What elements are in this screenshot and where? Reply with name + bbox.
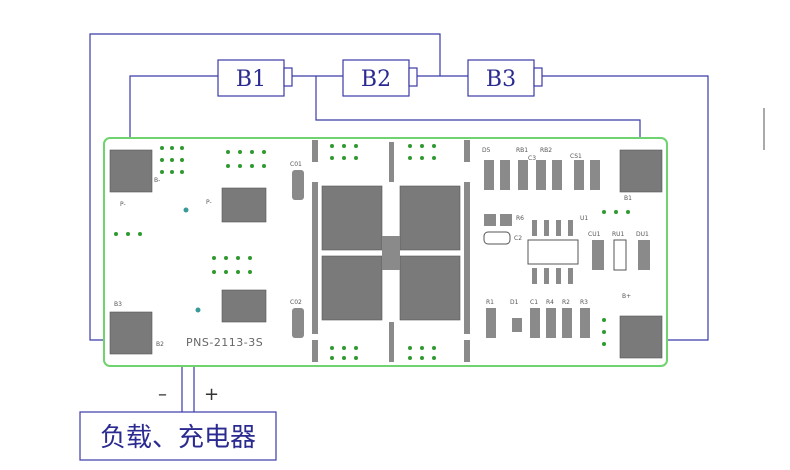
label-r4: R4 — [546, 299, 554, 306]
comp-c2 — [483, 231, 511, 245]
label-ru1: RU1 — [612, 231, 625, 238]
label-d5: D5 — [482, 147, 491, 154]
strip-c — [312, 340, 318, 362]
comp-cu1 — [592, 240, 604, 270]
pad-p-plus — [221, 289, 267, 323]
via-marker-1 — [183, 207, 189, 213]
pad-b1 — [619, 149, 663, 193]
strip-b — [464, 140, 470, 162]
mosfet-pad-2 — [399, 185, 461, 251]
comp-cs1 — [574, 160, 584, 190]
pad-label-p-minus: P- — [206, 199, 212, 206]
comp-r1 — [486, 308, 496, 338]
pad-label-b-plus: B+ — [622, 293, 631, 300]
via-dots — [114, 144, 630, 360]
cell-b3-label: B3 — [486, 67, 516, 92]
label-c2: C2 — [514, 235, 522, 242]
comp-r6a — [484, 214, 496, 226]
label-u1: U1 — [580, 215, 588, 222]
wire-b3-pos — [542, 75, 709, 341]
mosfet-bridge — [382, 236, 400, 270]
comp-rb2 — [518, 160, 528, 190]
cell-b1: B1 — [217, 59, 293, 97]
mosfet-pad-3 — [321, 255, 383, 321]
pad-b2 — [109, 311, 153, 355]
label-c3: C3 — [528, 155, 536, 162]
comp-du1 — [638, 240, 650, 270]
comp-d1 — [512, 318, 522, 332]
comp-c1 — [530, 308, 540, 338]
label-c01: C01 — [290, 161, 302, 168]
mosfet-strip-right — [464, 182, 470, 334]
cell-b3: B3 — [467, 59, 543, 97]
label-cu1: CU1 — [588, 231, 601, 238]
comp-c3b — [552, 160, 562, 190]
comp-ru1 — [613, 239, 627, 271]
terminal-plus-sign: + — [204, 384, 219, 405]
label-r3: R3 — [580, 299, 588, 306]
ic-u1-pins — [532, 220, 573, 284]
comp-cs1b — [590, 160, 600, 190]
pad-p-minus — [221, 187, 267, 223]
strip-a — [312, 140, 318, 162]
cell-b2: B2 — [342, 59, 418, 97]
strip-d — [464, 340, 470, 362]
label-cs1: CS1 — [570, 153, 582, 160]
cell-b1-label: B1 — [236, 67, 266, 92]
pad-label-b3-left: B3 — [114, 301, 122, 308]
mosfet-strip-top — [389, 142, 394, 182]
comp-r2 — [562, 308, 572, 338]
via-marker-2 — [195, 307, 201, 313]
terminal-minus-sign: – — [158, 384, 167, 405]
cell-b2-label: B2 — [361, 67, 391, 92]
label-r1: R1 — [486, 299, 494, 306]
mosfet-pad-1 — [321, 185, 383, 251]
comp-r3 — [580, 308, 590, 338]
mosfet-strip-left — [312, 182, 318, 334]
comp-r6b — [500, 214, 512, 226]
load-charger-label: 负载、充电器 — [100, 423, 256, 453]
pad-b3 — [619, 315, 663, 359]
cap-c02 — [292, 308, 304, 338]
label-rb2: RB2 — [540, 147, 552, 154]
comp-rb1 — [500, 160, 510, 190]
pad-label-p-minus-left: P- — [120, 201, 126, 208]
comp-c3 — [536, 160, 546, 190]
pad-label-b1: B1 — [624, 195, 632, 202]
mosfet-strip-bottom — [389, 322, 394, 362]
ic-u1 — [527, 239, 579, 265]
label-d1: D1 — [510, 299, 519, 306]
label-c1: C1 — [530, 299, 538, 306]
comp-r4 — [546, 308, 556, 338]
label-r2: R2 — [562, 299, 570, 306]
pad-label-b-minus: B- — [154, 177, 160, 184]
label-du1: DU1 — [636, 231, 649, 238]
pcb-board: B- P- P- B2 B3 B1 B+ PNS-2113-3S C01 C02 — [103, 137, 668, 367]
label-rb1: RB1 — [516, 147, 528, 154]
pad-b-minus — [109, 149, 153, 193]
pad-label-b2: B2 — [156, 341, 164, 348]
mosfet-pad-4 — [399, 255, 461, 321]
board-model-text: PNS-2113-3S — [186, 336, 263, 349]
comp-d5 — [484, 160, 494, 190]
cap-c01 — [292, 170, 304, 200]
label-c02: C02 — [290, 299, 302, 306]
load-charger-box: 负载、充电器 — [79, 411, 277, 461]
label-r6: R6 — [516, 215, 524, 222]
